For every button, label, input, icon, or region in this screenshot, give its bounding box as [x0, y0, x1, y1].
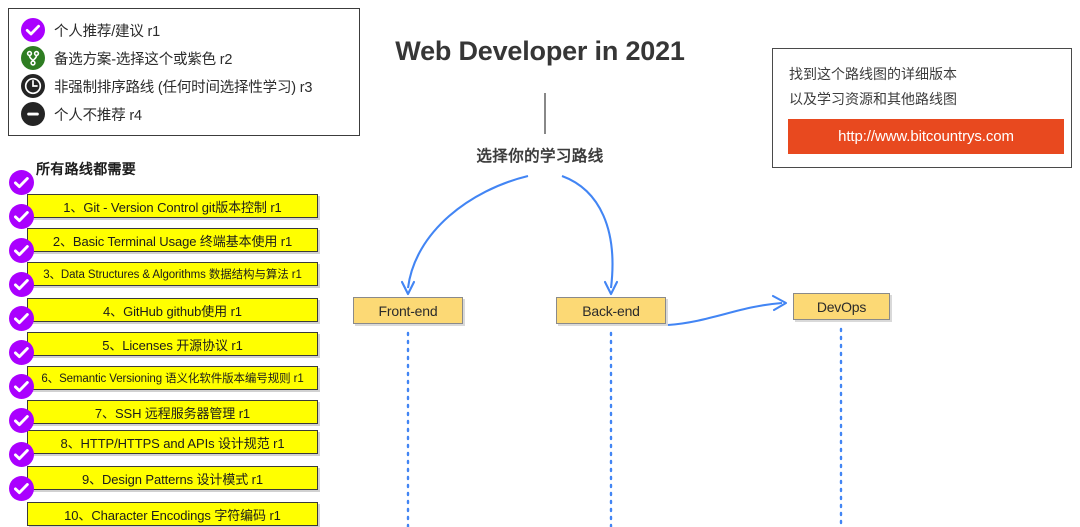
checklist-item-label: 10、Character Encodings 字符编码 r1: [64, 507, 281, 523]
legend-item-not-recommended: 个人不推荐 r4: [21, 101, 142, 127]
legend-item-label: 备选方案-选择这个或紫色 r2: [54, 51, 233, 68]
checklist-box[interactable]: 3、Data Structures & Algorithms 数据结构与算法 r…: [27, 262, 318, 286]
minus-circle-icon: [21, 102, 45, 126]
checklist-heading: 所有路线都需要: [36, 161, 137, 177]
arrowhead-devops-icon: [771, 294, 788, 312]
check-circle-icon: [9, 442, 34, 467]
info-text-line-1: 找到这个路线图的详细版本: [789, 66, 957, 82]
flow-node-label: Back-end: [582, 302, 640, 319]
checklist-box[interactable]: 4、GitHub github使用 r1: [27, 298, 318, 322]
checklist-item-label: 9、Design Patterns 设计模式 r1: [81, 471, 263, 487]
flow-node-frontend[interactable]: Front-end: [353, 297, 463, 324]
flow-node-label: Front-end: [378, 302, 438, 319]
flow-node-devops[interactable]: DevOps: [793, 293, 890, 320]
clock-icon: [21, 74, 45, 98]
git-branch-icon: [21, 46, 45, 70]
list-item[interactable]: 10、Character Encodings 字符编码 r1: [0, 476, 340, 526]
checklist-box[interactable]: 9、Design Patterns 设计模式 r1: [27, 466, 318, 490]
info-text-line-2: 以及学习资源和其他路线图: [789, 91, 957, 107]
check-circle-icon: [9, 306, 34, 331]
list-item[interactable]: 5、Licenses 开源协议 r1: [0, 306, 340, 356]
legend-item-label: 个人推荐/建议 r1: [54, 23, 160, 40]
flow-node-label: DevOps: [816, 298, 867, 315]
legend-item-label: 非强制排序路线 (任何时间选择性学习) r3: [54, 79, 313, 96]
checklist-box[interactable]: 5、Licenses 开源协议 r1: [27, 332, 318, 356]
list-item[interactable]: 4、GitHub github使用 r1: [0, 272, 340, 322]
check-circle-icon: [9, 476, 34, 501]
info-panel: 找到这个路线图的详细版本 以及学习资源和其他路线图 http://www.bit…: [772, 48, 1072, 168]
flow-node-backend[interactable]: Back-end: [556, 297, 666, 324]
check-circle-icon: [9, 340, 34, 365]
checklist-item-label: 4、GitHub github使用 r1: [103, 303, 242, 319]
checklist-box[interactable]: 2、Basic Terminal Usage 终端基本使用 r1: [27, 228, 318, 252]
checklist-box[interactable]: 6、Semantic Versioning 语义化软件版本编号规则 r1: [27, 366, 318, 390]
legend-panel: 个人推荐/建议 r1 备选方案-选择这个或紫色 r2 非强制排序路线 (任何时间…: [8, 8, 360, 136]
check-circle-icon: [9, 408, 34, 433]
check-circle-icon: [9, 374, 34, 399]
list-item[interactable]: 1、Git - Version Control git版本控制 r1: [0, 170, 340, 218]
website-url-label: http://www.bitcountrys.com: [838, 128, 1014, 145]
checklist-item-label: 8、HTTP/HTTPS and APIs 设计规范 r1: [60, 435, 285, 451]
legend-item-label: 个人不推荐 r4: [54, 107, 142, 124]
checklist-box[interactable]: 10、Character Encodings 字符编码 r1: [27, 502, 318, 526]
legend-item-recommended: 个人推荐/建议 r1: [21, 17, 160, 43]
website-url-button[interactable]: http://www.bitcountrys.com: [788, 119, 1064, 154]
checklist-item-label: 7、SSH 远程服务器管理 r1: [94, 405, 251, 421]
checklist-item-label: 3、Data Structures & Algorithms 数据结构与算法 r…: [43, 269, 302, 281]
list-item[interactable]: 8、HTTP/HTTPS and APIs 设计规范 r1: [0, 408, 340, 454]
checklist-item-label: 2、Basic Terminal Usage 终端基本使用 r1: [52, 233, 293, 249]
legend-item-alternative: 备选方案-选择这个或紫色 r2: [21, 45, 232, 71]
page-subtitle: 选择你的学习路线: [476, 148, 604, 165]
list-item[interactable]: 7、SSH 远程服务器管理 r1: [0, 374, 340, 424]
page-title: Web Developer in 2021: [395, 36, 685, 66]
arrowhead-frontend-icon: [400, 280, 416, 296]
checklist-item-label: 1、Git - Version Control git版本控制 r1: [63, 199, 282, 215]
list-item[interactable]: 2、Basic Terminal Usage 终端基本使用 r1: [0, 204, 340, 252]
legend-item-optional-order: 非强制排序路线 (任何时间选择性学习) r3: [21, 73, 312, 99]
checklist-box[interactable]: 1、Git - Version Control git版本控制 r1: [27, 194, 318, 218]
checklist-item-label: 5、Licenses 开源协议 r1: [102, 337, 243, 353]
list-item[interactable]: 6、Semantic Versioning 语义化软件版本编号规则 r1: [0, 340, 340, 390]
check-circle-icon: [21, 18, 45, 42]
list-item[interactable]: 9、Design Patterns 设计模式 r1: [0, 442, 340, 490]
list-item[interactable]: 3、Data Structures & Algorithms 数据结构与算法 r…: [0, 238, 340, 286]
check-circle-icon: [9, 238, 34, 263]
arrow-backend-to-devops: [667, 301, 783, 327]
checklist-box[interactable]: 7、SSH 远程服务器管理 r1: [27, 400, 318, 424]
checklist-box[interactable]: 8、HTTP/HTTPS and APIs 设计规范 r1: [27, 430, 318, 454]
arrowhead-backend-icon: [603, 280, 619, 296]
check-circle-icon: [9, 272, 34, 297]
checklist-item-label: 6、Semantic Versioning 语义化软件版本编号规则 r1: [41, 373, 304, 385]
arrow-to-frontend: [406, 174, 529, 289]
check-circle-icon: [9, 170, 34, 195]
checklist: 1、Git - Version Control git版本控制 r1 2、Bas…: [0, 0, 340, 527]
arrow-to-backend: [561, 175, 614, 289]
check-circle-icon: [9, 204, 34, 229]
